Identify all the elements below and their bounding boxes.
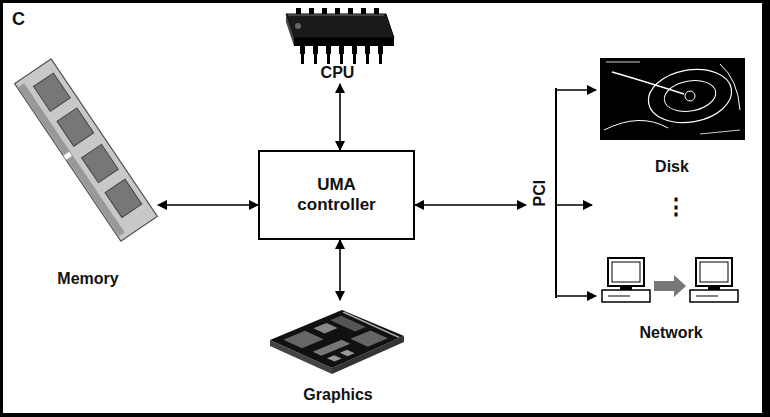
- bus-arrow: [415, 204, 526, 206]
- graphics-node: Graphics: [262, 300, 414, 406]
- graphics-board: [270, 310, 404, 374]
- bus-node: PCI: [526, 88, 557, 298]
- network-computers: [602, 258, 738, 302]
- memory-node: Memory: [18, 64, 158, 290]
- disk-drive: [600, 58, 745, 140]
- ellipsis: ⋮: [665, 196, 687, 218]
- bus-arrow: [557, 89, 596, 91]
- node-label: Graphics: [303, 386, 372, 404]
- bus-arrow: [339, 84, 341, 150]
- cpu-node: CPU: [280, 4, 395, 84]
- bus-branch: [557, 204, 592, 206]
- node-label: PCI: [531, 180, 549, 207]
- node-label: CPU: [321, 64, 355, 82]
- node-label: Memory: [57, 270, 118, 288]
- bus-arrow: [158, 204, 258, 206]
- network-node: Network: [596, 252, 746, 344]
- cpu-chip: [286, 8, 394, 64]
- node-label: UMA controller: [287, 175, 387, 214]
- bus-arrow: [339, 240, 341, 300]
- node-label: Network: [639, 324, 702, 342]
- disk-node: Disk: [596, 54, 748, 178]
- node-label: Disk: [655, 158, 689, 176]
- memory-stick: [15, 59, 158, 241]
- controller-box: UMA controller: [258, 150, 415, 240]
- panel-letter: C: [12, 10, 25, 28]
- bus-arrow: [557, 295, 596, 297]
